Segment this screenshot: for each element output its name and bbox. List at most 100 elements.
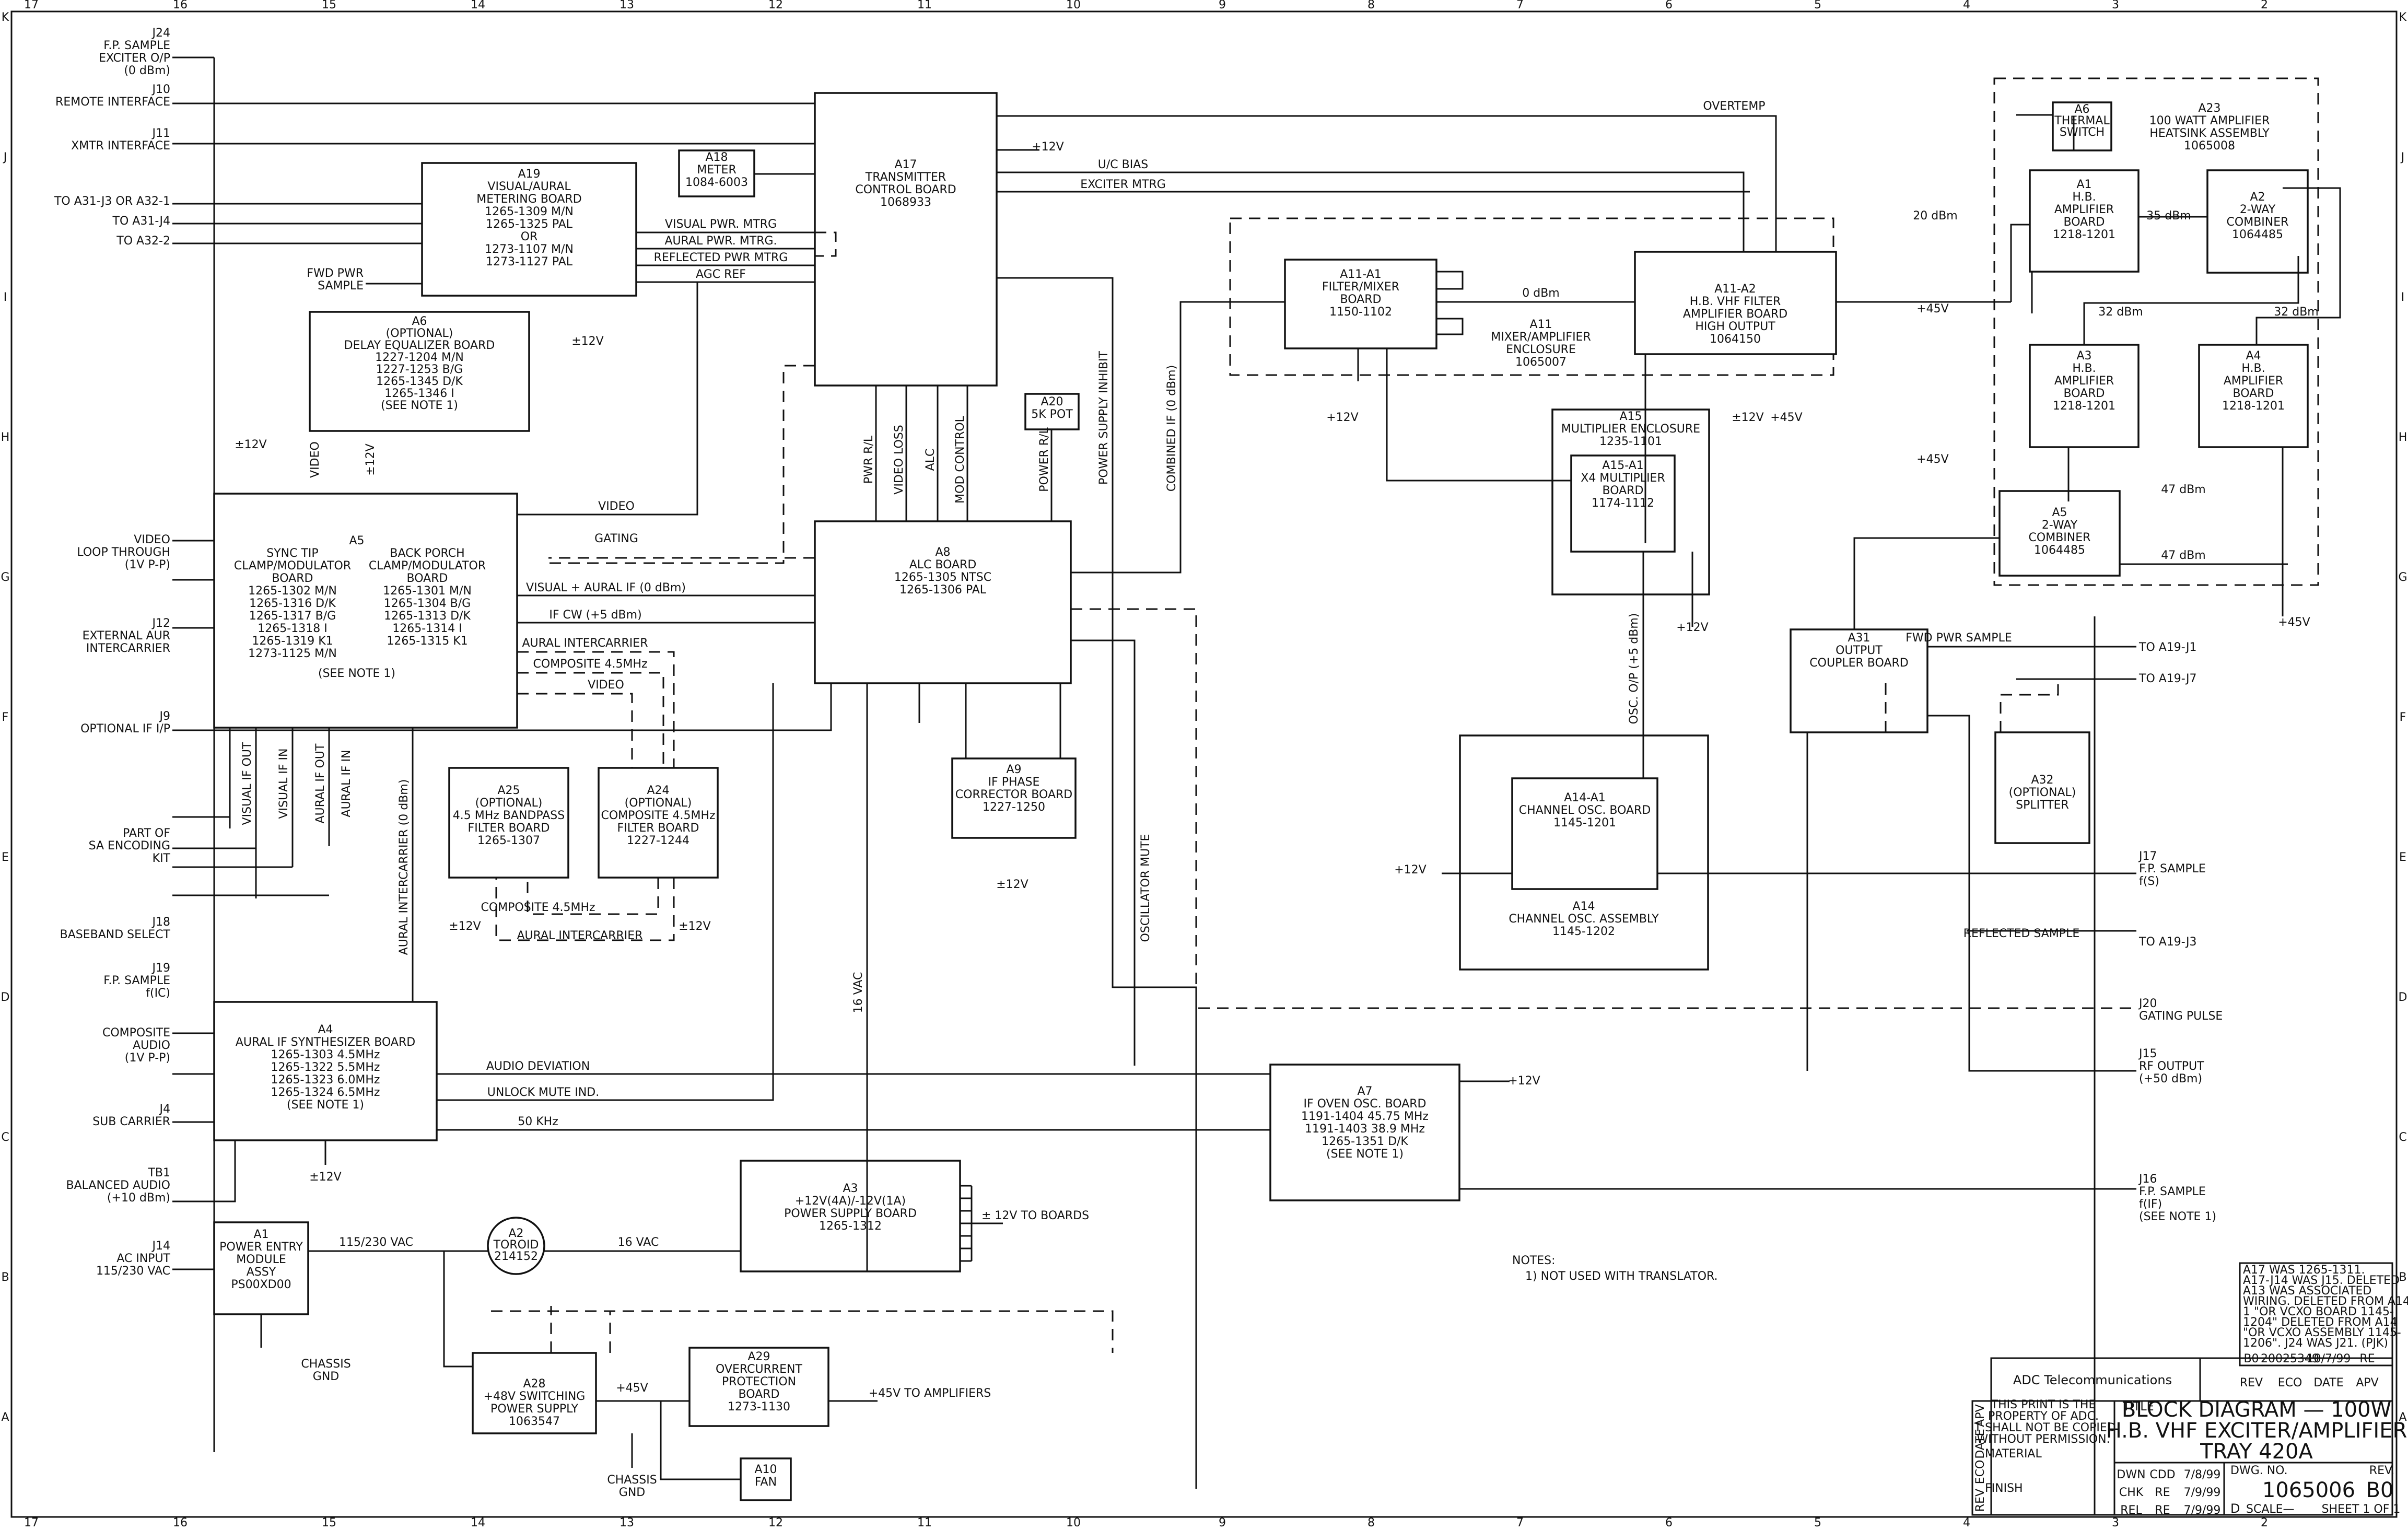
zone-bottom: 8 bbox=[1367, 1516, 1375, 1528]
signal-visual_if_out: VISUAL IF OUT bbox=[241, 742, 254, 825]
a19-text: 1273-1107 M/N bbox=[485, 243, 574, 256]
a4a-text: H.B. bbox=[2241, 362, 2265, 375]
a5c-text: 2-WAY bbox=[2042, 519, 2078, 532]
zone-bottom: 16 bbox=[173, 1516, 188, 1528]
a3-text: +12V(4A)/-12V(1A) bbox=[795, 1195, 906, 1208]
a11_2-text: HIGH OUTPUT bbox=[1695, 320, 1775, 333]
a29-text: BOARD bbox=[739, 1388, 780, 1401]
left-connector-label: TB1 bbox=[147, 1166, 170, 1179]
supply-label: ±12V bbox=[571, 335, 603, 348]
zone-bottom: 3 bbox=[2112, 1516, 2119, 1528]
a32-text: SPLITTER bbox=[2016, 799, 2069, 812]
signal-visual_aural_if: VISUAL + AURAL IF (0 dBm) bbox=[526, 581, 686, 594]
a2c-text: 2-WAY bbox=[2240, 203, 2276, 216]
zone-bottom: 15 bbox=[322, 1516, 336, 1528]
signal-if_cw: IF CW (+5 dBm) bbox=[549, 609, 641, 622]
right-connector-label: TO A19-J3 bbox=[2138, 936, 2196, 949]
side-label: APV bbox=[1974, 1404, 1987, 1427]
a11_2-text: H.B. VHF FILTER bbox=[1690, 295, 1781, 308]
a15_1-text: A15-A1 bbox=[1602, 459, 1644, 472]
notes-title: NOTES: bbox=[1512, 1254, 1556, 1267]
revision-note: A17-J14 WAS J15. DELETED bbox=[2243, 1274, 2400, 1287]
zone-bottom: 4 bbox=[1963, 1516, 1970, 1528]
a7-text: A7 bbox=[1357, 1085, 1372, 1098]
a14-text: CHANNEL OSC. ASSEMBLY bbox=[1509, 913, 1659, 926]
zone-right: C bbox=[2399, 1131, 2406, 1144]
sig-who: RE bbox=[2155, 1486, 2170, 1499]
a19-text: 1265-1309 M/N bbox=[485, 205, 574, 218]
signal-v45_amp: +45V TO AMPLIFIERS bbox=[869, 1387, 991, 1400]
signal-video: VIDEO bbox=[598, 500, 635, 513]
a5c-text: 1064485 bbox=[2034, 544, 2085, 557]
zone-bottom: 5 bbox=[1814, 1516, 1821, 1528]
a7-if-oven-osc bbox=[1269, 1064, 1460, 1201]
sig-who: RE bbox=[2155, 1504, 2170, 1517]
property-notice: WITHOUT PERMISSION. bbox=[1977, 1433, 2110, 1446]
a6-text: DELAY EQUALIZER BOARD bbox=[344, 339, 495, 352]
supply-label: ±12V bbox=[1732, 411, 1763, 424]
sig-role: CHK bbox=[2119, 1486, 2144, 1499]
a4a-text: 1218-1201 bbox=[2222, 400, 2285, 413]
revision-note: "OR VCXO ASSEMBLY 1145- bbox=[2243, 1326, 2401, 1339]
sig-date: 7/9/99 bbox=[2184, 1504, 2221, 1517]
signal-dbm47a: 47 dBm bbox=[2161, 483, 2205, 496]
a7-text: 1265-1351 D/K bbox=[1322, 1135, 1408, 1148]
a2c-text: A2 bbox=[2250, 191, 2265, 204]
zone-left: C bbox=[1, 1131, 9, 1144]
left-connector-label: f(IC) bbox=[146, 987, 170, 1000]
a9-text: A9 bbox=[1006, 763, 1021, 776]
note-item: 1) NOT USED WITH TRANSLATOR. bbox=[1525, 1270, 1718, 1283]
zone-left: K bbox=[2, 11, 9, 24]
zone-right: E bbox=[2399, 851, 2406, 864]
wiring bbox=[172, 56, 2341, 1489]
a17-text: 1068933 bbox=[880, 196, 931, 209]
a24-text: (OPTIONAL) bbox=[625, 797, 692, 810]
a31-text: A31 bbox=[1848, 632, 1870, 645]
a19-text: VISUAL/AURAL bbox=[487, 180, 571, 193]
supply-label: +12V bbox=[1394, 863, 1426, 877]
side-label: REV bbox=[1974, 1489, 1987, 1512]
a24-text: A24 bbox=[647, 784, 669, 797]
zone-right: G bbox=[2398, 571, 2407, 584]
zone-top: 3 bbox=[2112, 0, 2119, 11]
signal-vac115: 115/230 VAC bbox=[339, 1236, 413, 1249]
a4a-text: BOARD bbox=[2233, 387, 2274, 400]
a11-text: MIXER/AMPLIFIER bbox=[1491, 331, 1591, 344]
a24-composite-filter bbox=[598, 767, 719, 879]
a6-text: 1265-1345 D/K bbox=[376, 375, 463, 388]
right-connector-label: (SEE NOTE 1) bbox=[2139, 1210, 2216, 1223]
left-connector-label: LOOP THROUGH bbox=[77, 546, 170, 559]
drawing-title: BLOCK DIAGRAM — 100W bbox=[2122, 1398, 2391, 1422]
a10-text: A10 bbox=[754, 1463, 777, 1476]
a3-text: POWER SUPPLY BOARD bbox=[784, 1207, 917, 1220]
supply-label: ±12V bbox=[679, 920, 710, 933]
supply-label: +12V bbox=[1326, 411, 1358, 424]
right-connector-label: F.P. SAMPLE bbox=[2139, 862, 2206, 875]
a1-hb-amplifier bbox=[2029, 169, 2140, 273]
a6-text: 1265-1346 I bbox=[384, 387, 454, 400]
a17-text: CONTROL BOARD bbox=[855, 183, 956, 196]
a29-text: PROTECTION bbox=[722, 1375, 796, 1388]
left-connector-label: J4 bbox=[159, 1103, 171, 1116]
supply-label: +12V bbox=[1032, 141, 1063, 154]
a5-right-text: 1265-1314 I bbox=[392, 622, 462, 635]
left-connector-label: (1V P-P) bbox=[125, 558, 170, 571]
a11_1-text: A11-A1 bbox=[1340, 268, 1382, 281]
zone-left: A bbox=[1, 1411, 9, 1424]
a5-right-text: 1265-1313 D/K bbox=[384, 610, 471, 623]
a8-text: ALC BOARD bbox=[909, 558, 977, 571]
a9-text: IF PHASE bbox=[988, 776, 1040, 789]
a11-text: ENCLOSURE bbox=[1506, 343, 1576, 356]
a3-power-supply bbox=[740, 1160, 961, 1272]
